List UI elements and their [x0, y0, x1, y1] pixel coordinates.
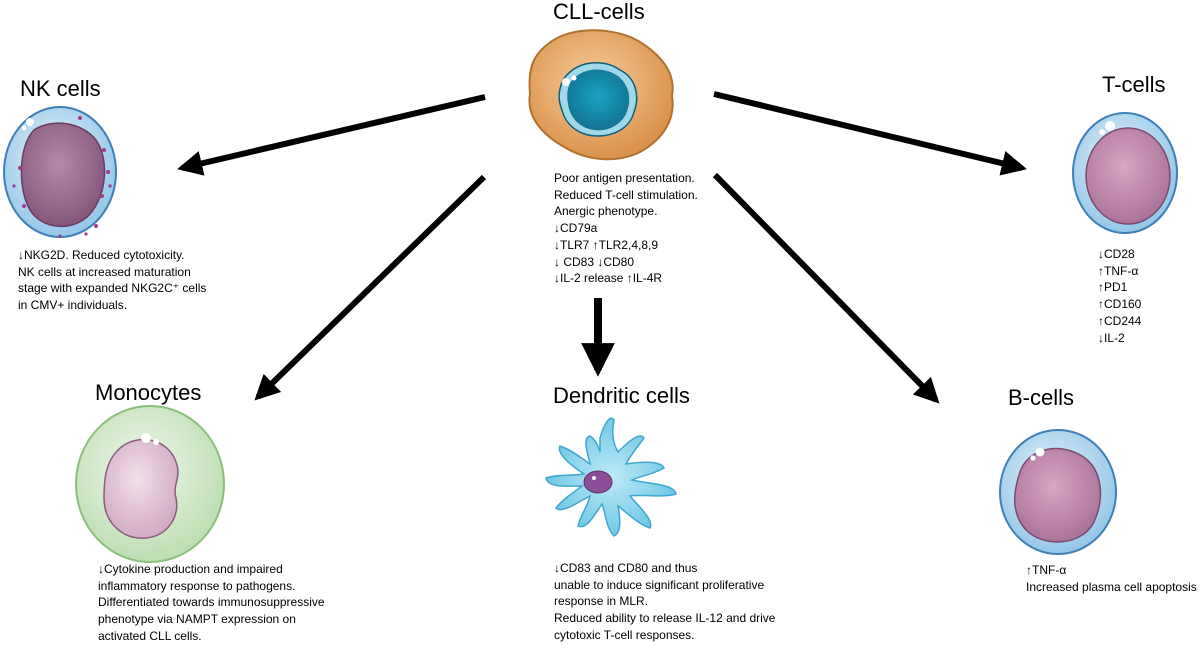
t-line: ↓IL-2 [1098, 330, 1125, 345]
nk-cells-description: ↓NKG2D. Reduced cytotoxicity. NK cells a… [18, 247, 206, 314]
cll-line: ↓TLR7 ↑TLR2,4,8,9 [554, 237, 659, 252]
monocyte-icon [75, 405, 225, 563]
t-cell-icon [1072, 112, 1178, 234]
nk-line: ↓NKG2D. Reduced cytotoxicity. [18, 248, 185, 262]
monocytes-description: ↓Cytokine production and impaired inflam… [98, 561, 325, 645]
nk-line: stage with expanded NKG2C⁺ cells [18, 281, 207, 296]
monocyte-line: inflammatory response to pathogens. [98, 578, 296, 593]
monocyte-line: activated CLL cells. [98, 628, 202, 643]
arrow-to-b-cells [712, 172, 940, 404]
b-cells-title: B-cells [1008, 385, 1075, 410]
cll-cells-description: Poor antigen presentation. Reduced T-cel… [554, 170, 698, 287]
arrows [177, 91, 1027, 404]
dendritic-cells-description: ↓CD83 and CD80 and thus unable to induce… [554, 560, 775, 644]
dendritic-line: unable to induce significant proliferati… [554, 577, 765, 592]
b-cell-icon [999, 429, 1117, 555]
t-line: ↑CD244 [1098, 313, 1142, 328]
dendritic-line: response in MLR. [554, 594, 649, 609]
t-cells-description: ↓CD28 ↑TNF-α ↑PD1 ↑CD160 ↑CD244 ↓IL-2 [1098, 246, 1141, 346]
cll-line: ↓IL-2 release ↑IL-4R [554, 271, 663, 286]
t-line: ↑TNF-α [1098, 263, 1139, 278]
monocyte-line: ↓Cytokine production and impaired [98, 562, 283, 576]
monocytes-title: Monocytes [95, 380, 202, 405]
dendritic-line: ↓CD83 and CD80 and thus [554, 561, 698, 575]
t-cells-title: T-cells [1102, 72, 1166, 97]
dendritic-cells-title: Dendritic cells [553, 383, 690, 408]
t-line: ↓CD28 [1098, 247, 1135, 261]
nk-line: in CMV+ individuals. [18, 298, 128, 313]
dendritic-line: Reduced ability to release IL-12 and dri… [554, 611, 776, 626]
arrow-to-nk [177, 94, 486, 176]
monocyte-line: phenotype via NAMPT expression on [98, 612, 296, 627]
cll-line: ↓ CD83 ↓CD80 [554, 254, 635, 269]
t-line: ↑PD1 [1098, 280, 1128, 295]
cll-line: ↓CD79a [554, 221, 598, 236]
nk-cell-icon [3, 106, 117, 238]
cll-cells-title: CLL-cells [553, 0, 645, 24]
cll-line: Anergic phenotype. [554, 204, 658, 219]
monocyte-line: Differentiated towards immunosuppressive [98, 595, 325, 610]
t-line: ↑CD160 [1098, 297, 1142, 312]
b-line: Increased plasma cell apoptosis [1026, 579, 1197, 594]
cll-line: Poor antigen presentation. [554, 171, 695, 185]
dendritic-line: cytotoxic T-cell responses. [554, 627, 695, 642]
arrow-to-t-cells [713, 91, 1027, 176]
nk-line: NK cells at increased maturation [18, 264, 191, 279]
cll-cell-icon [528, 29, 674, 161]
cll-line: Reduced T-cell stimulation. [554, 187, 698, 202]
nk-cells-title: NK cells [20, 76, 101, 101]
b-cells-description: ↑TNF-α Increased plasma cell apoptosis [1026, 562, 1197, 595]
b-line: ↑TNF-α [1026, 563, 1067, 577]
arrow-to-monocytes [254, 174, 487, 401]
dendritic-cell-icon [545, 417, 677, 537]
